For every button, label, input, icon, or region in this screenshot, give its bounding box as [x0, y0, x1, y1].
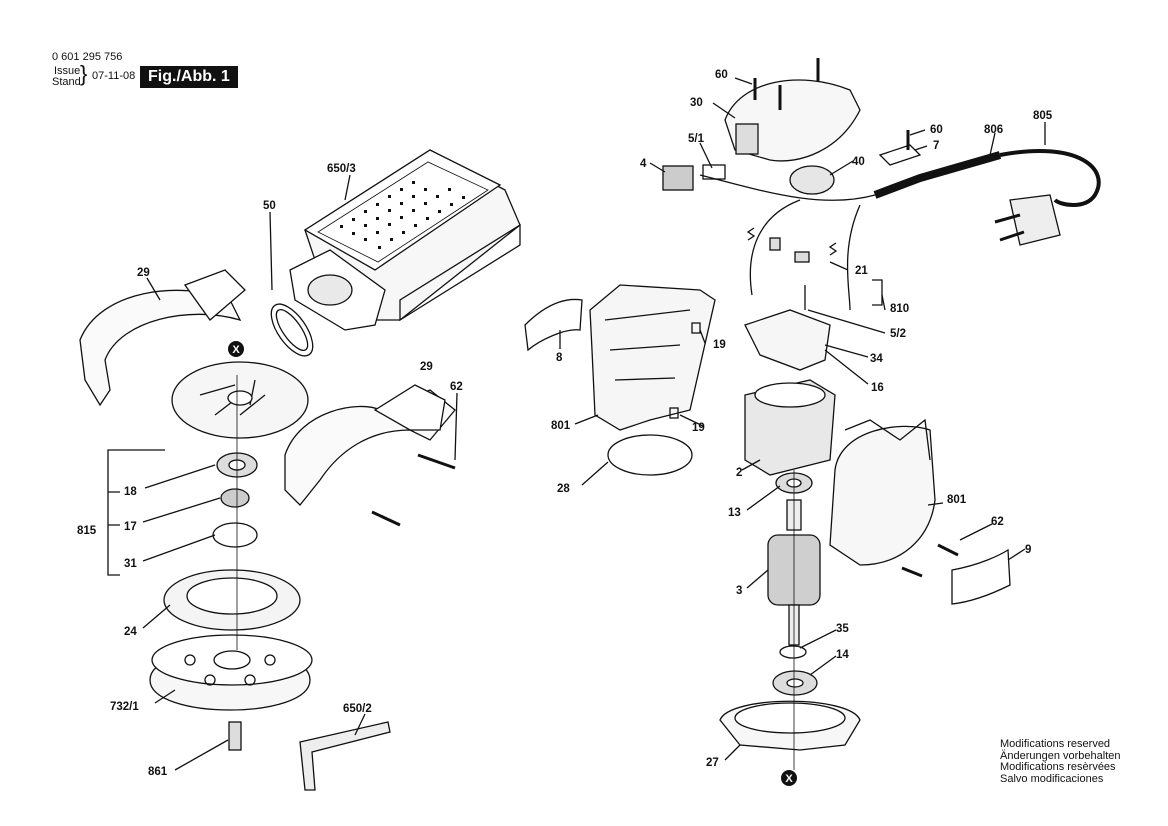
callout-19: 19 [713, 339, 726, 351]
callout-28: 28 [557, 483, 570, 495]
svg-text:X: X [232, 344, 240, 356]
callout-29: 29 [420, 361, 433, 373]
note-line: Salvo modificaciones [1000, 772, 1104, 785]
callout-4: 4 [640, 158, 647, 170]
callout-3: 3 [736, 585, 742, 597]
callout-18: 18 [124, 486, 137, 498]
stand-label: Stand [52, 76, 81, 88]
callout-815: 815 [77, 525, 97, 537]
dust-canister [289, 149, 521, 331]
power-cord [999, 149, 1101, 207]
note-line: Modifications resèrvées [1000, 761, 1116, 773]
callout-34: 34 [870, 353, 883, 365]
screw-62 [417, 453, 456, 470]
callout-50: 50 [263, 200, 276, 212]
callout-801: 801 [551, 420, 571, 432]
label-8 [524, 298, 583, 352]
screw-861 [228, 721, 242, 751]
callout-60: 60 [715, 69, 728, 81]
bracket-815 [107, 449, 165, 576]
callout-17: 17 [124, 521, 137, 533]
canister-holes [340, 181, 465, 249]
plug [1009, 194, 1061, 246]
callout-21: 21 [855, 265, 868, 277]
switch-4 [662, 165, 694, 191]
modifications-note: Modifications reserved Änderungen vorbeh… [1000, 738, 1121, 785]
x-marker-top: X [228, 341, 244, 357]
callout-732-1: 732/1 [110, 701, 139, 713]
callout-5-2: 5/2 [890, 328, 906, 340]
bracket-810 [872, 279, 883, 306]
callout-14: 14 [836, 649, 849, 661]
callout-806: 806 [984, 124, 1003, 136]
callout-5-1: 5/1 [688, 133, 705, 145]
figure-label: Fig./Abb. 1 [140, 66, 238, 88]
callout-31: 31 [124, 558, 137, 570]
callout-29: 29 [137, 267, 150, 279]
callout-labels: 650/3 50 29 29 62 18 815 17 31 24 732/1 … [77, 69, 1053, 778]
brush-holder-34 [744, 309, 831, 371]
callout-30: 30 [690, 97, 703, 109]
dust-shroud-left [79, 289, 242, 407]
cover-30 [724, 79, 861, 162]
o-ring-28 [607, 434, 693, 476]
note-line: Modifications reserved [1000, 738, 1111, 750]
callout-805: 805 [1033, 110, 1053, 122]
callout-19: 19 [692, 422, 705, 434]
knob-40 [789, 165, 835, 195]
x-marker-bottom: X [781, 770, 797, 786]
bushing-17 [220, 488, 250, 508]
callout-16: 16 [871, 382, 884, 394]
clamp-7 [878, 144, 922, 166]
note-line: Änderungen vorbehalten [1000, 749, 1121, 762]
hex-wrench [299, 721, 391, 791]
callout-40: 40 [852, 156, 865, 168]
svg-text:X: X [785, 773, 793, 785]
callout-27: 27 [706, 757, 719, 769]
callout-9: 9 [1025, 544, 1031, 556]
callout-810: 810 [890, 303, 909, 315]
housing-half-801 [589, 284, 716, 431]
part-number: 0 601 295 756 [52, 51, 123, 63]
callout-60: 60 [930, 124, 943, 136]
callout-35: 35 [836, 623, 849, 635]
seal-ring [270, 303, 314, 357]
retaining-ring-31 [212, 522, 258, 548]
callout-7: 7 [933, 140, 939, 152]
callout-13: 13 [728, 507, 741, 519]
callout-650-3: 650/3 [327, 163, 356, 175]
pin-19a [691, 322, 701, 334]
callout-62: 62 [450, 381, 463, 393]
brace-symbol: } [80, 61, 88, 86]
label-9 [951, 548, 1011, 605]
callout-24: 24 [124, 626, 137, 638]
pin-19b [669, 407, 679, 419]
callout-650-2: 650/2 [343, 703, 372, 715]
callout-801: 801 [947, 494, 967, 506]
callout-8: 8 [556, 352, 563, 364]
issue-label: Issue [54, 65, 81, 77]
washer-35 [779, 645, 807, 659]
callout-2: 2 [736, 467, 742, 479]
callout-861: 861 [148, 766, 168, 778]
callout-62: 62 [991, 516, 1004, 528]
housing-half-801-right [829, 425, 936, 566]
issue-date: 07-11-08 [92, 70, 136, 82]
cord-protector [873, 151, 1002, 199]
